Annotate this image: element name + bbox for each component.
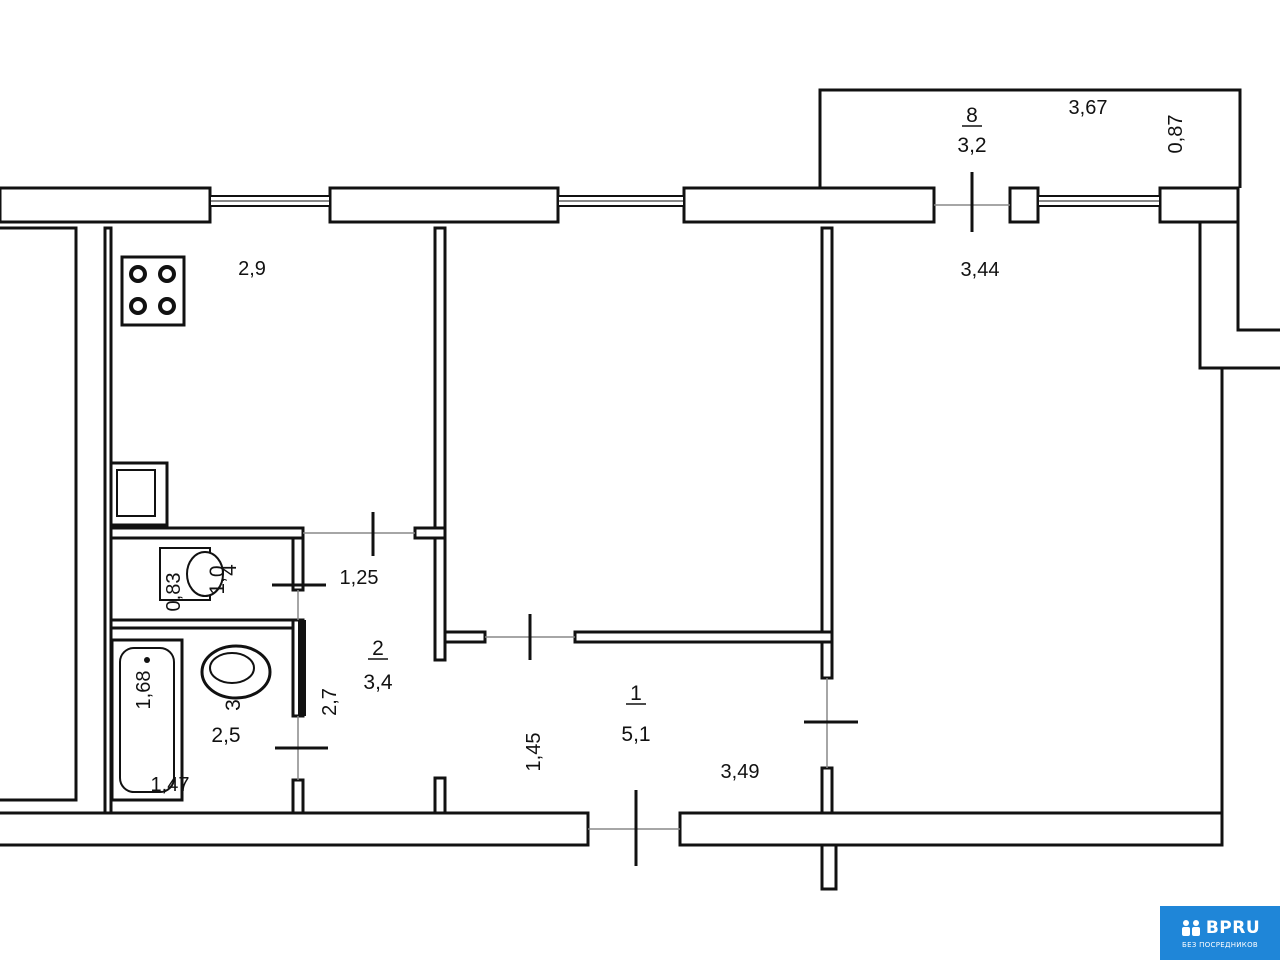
windows — [209, 195, 1161, 207]
corridor-right-wall-bottom — [820, 766, 834, 815]
toilet-depth: 0,83 — [163, 573, 185, 612]
kitchen-bottom-wall-left — [109, 526, 305, 540]
room-partition-wall — [820, 226, 834, 636]
stove-icon — [120, 255, 186, 327]
logo-brand: BPRU — [1180, 918, 1260, 938]
balcony-length: 3,67 — [1069, 97, 1108, 119]
corridor-stub — [433, 776, 447, 815]
hall-length: 2,7 — [319, 688, 341, 716]
kitchen-sink-icon — [109, 461, 169, 527]
bath-right-wall-bottom — [291, 778, 305, 815]
corridor-number: 1 — [630, 682, 642, 705]
room-bottom-wall-right — [573, 630, 834, 644]
balcony-area: 3,2 — [957, 134, 986, 157]
logo-brand-text: BPRU — [1205, 917, 1261, 938]
toilet-bath-wall — [109, 618, 305, 630]
kitchen-room-wall — [433, 226, 447, 532]
dimension-ticks — [272, 172, 974, 866]
bathtub-icon — [110, 638, 184, 802]
bathtub-width: 1,47 — [151, 774, 190, 796]
toilet-area: 1,0 — [206, 565, 229, 594]
hall-number: 2 — [372, 637, 384, 660]
logo-tagline: БЕЗ ПОСРЕДНИКОВ — [1182, 940, 1258, 949]
hall-right-wall — [433, 536, 447, 662]
corridor-area: 5,1 — [621, 723, 650, 746]
balcony-number: 8 — [966, 104, 978, 127]
hall-area: 3,4 — [363, 671, 393, 694]
toilet-icon — [159, 547, 224, 601]
bath-door-leaf — [298, 620, 306, 716]
room-bottom-wall-left — [443, 630, 487, 644]
balcony-depth: 0,87 — [1165, 115, 1187, 154]
wall-stub — [820, 843, 838, 891]
left-neighbor-wall — [0, 226, 78, 802]
kitchen-width: 2,9 — [238, 258, 266, 280]
toilet-number: 4 — [218, 564, 241, 576]
people-icon — [1181, 919, 1200, 936]
bathtub-length: 1,68 — [133, 671, 155, 710]
corridor-width: 1,45 — [523, 733, 545, 772]
hall-width: 1,25 — [340, 567, 379, 589]
corridor-length: 3,49 — [721, 761, 760, 783]
bathroom-area: 2,5 — [211, 724, 240, 747]
room-width: 3,44 — [961, 259, 1000, 281]
right-wall-return — [1236, 188, 1280, 332]
corridor-right-wall-top — [820, 640, 834, 680]
bathroom-number: 3 — [222, 699, 245, 711]
watermark-logo: BPRU БЕЗ ПОСРЕДНИКОВ — [1160, 906, 1280, 960]
balcony-outline — [818, 88, 1242, 188]
bottom-wall-right — [678, 811, 1224, 847]
washbasin-icon — [200, 644, 272, 700]
labels: 8 3,2 3,67 0,87 2,9 3,44 4 1,0 0,83 1,25… — [133, 97, 1187, 796]
toilet-right-wall — [291, 536, 305, 592]
